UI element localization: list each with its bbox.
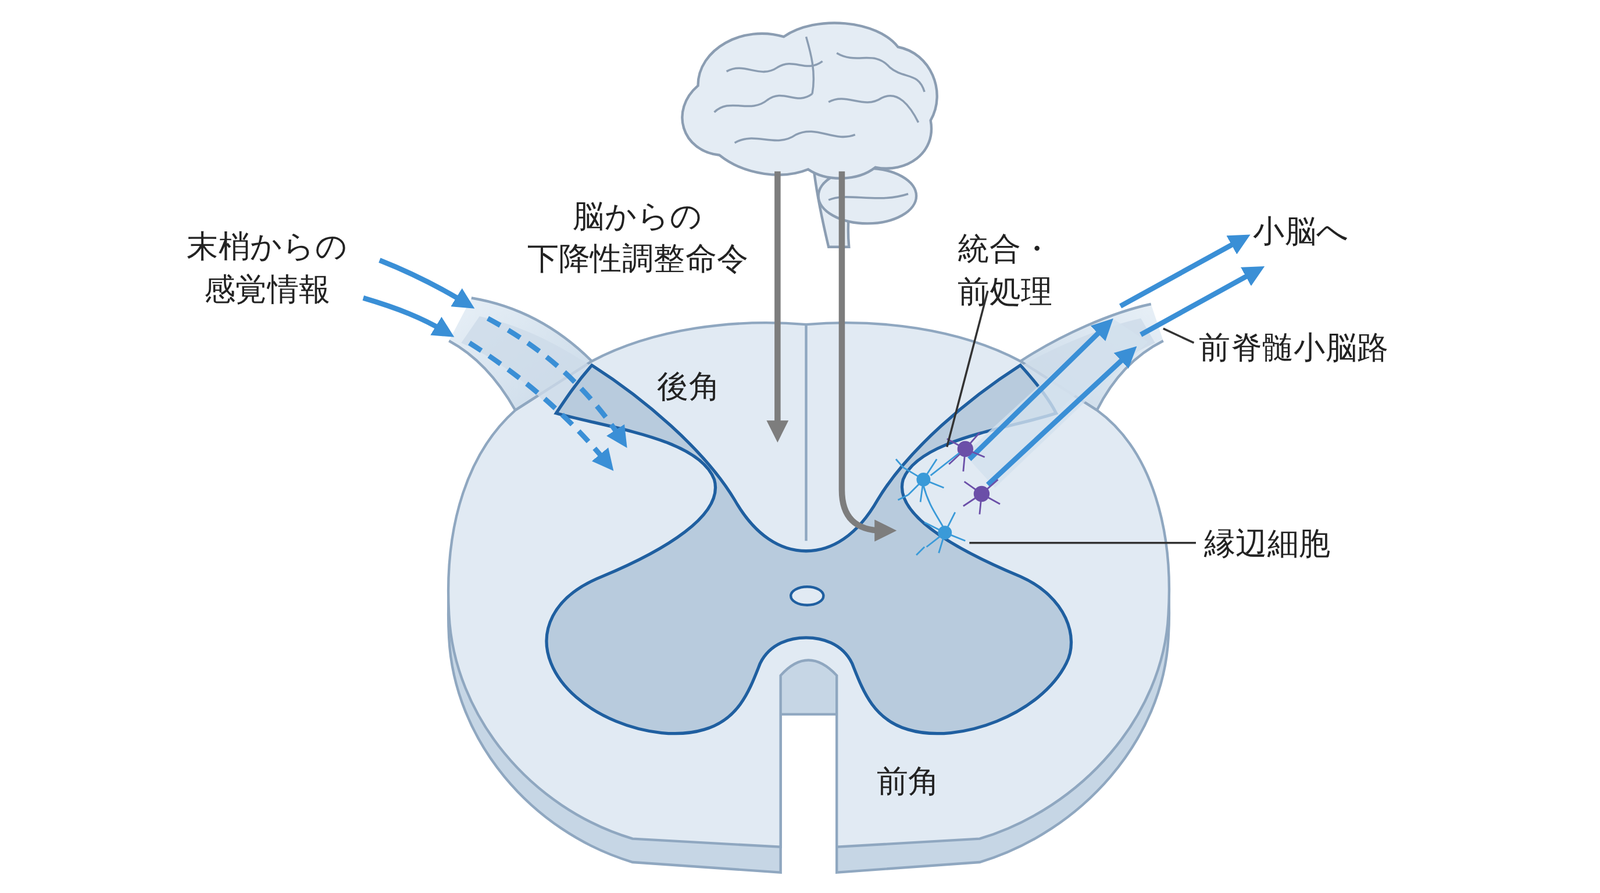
part-label: 末梢からの 感覚情報 (186, 224, 348, 310)
sensory-dashed (469, 343, 609, 465)
sensory-arrows (363, 260, 623, 465)
leader-line (947, 290, 988, 448)
neurons (895, 432, 1000, 556)
part-label: 脳からの 下降性調整命令 (527, 193, 749, 280)
gyrus (836, 52, 925, 92)
leader-line (1163, 328, 1195, 344)
part-label: 前脊髄小脳路 (1198, 325, 1389, 369)
central-canal (790, 586, 824, 606)
sensory-arrow (363, 297, 448, 333)
gyrus (828, 95, 919, 123)
brain-gyri (714, 36, 925, 200)
part-label: 小脳へ (1252, 209, 1349, 253)
part-label: 縁辺細胞 (1204, 521, 1331, 565)
neuron (963, 479, 1000, 515)
gyrus (714, 93, 813, 113)
sensory-arrow (379, 260, 468, 305)
descending-arrows (777, 171, 888, 531)
gray-matter (546, 365, 1071, 734)
gyrus (726, 61, 823, 72)
brain-icon (681, 22, 937, 247)
descending-arrow (774, 171, 781, 434)
tract-arrow (1140, 270, 1257, 335)
neuron (916, 512, 966, 556)
part-label: 前角 (876, 759, 941, 803)
neuron-dendrites (963, 479, 1000, 515)
part-label: 統合・前処理 (957, 226, 1053, 313)
tract-arrow (987, 352, 1131, 485)
neuron-dendrites (947, 432, 985, 472)
neuron (947, 432, 985, 472)
gyrus (806, 36, 814, 94)
leader-line (969, 541, 1196, 545)
gyrus (734, 131, 856, 144)
posterior-median-line (804, 324, 807, 541)
sensory-dashed (487, 318, 623, 442)
cerebrum (681, 22, 937, 178)
neuron-dendrites (895, 459, 944, 503)
descending-arrow (841, 171, 888, 531)
part-label: 後角 (656, 364, 721, 408)
leader-lines (947, 290, 1196, 544)
tract-arrow (1120, 238, 1244, 307)
neuron-link (923, 452, 959, 527)
neuron (895, 459, 944, 503)
tract-band (964, 318, 1149, 488)
neuron-dendrites (916, 512, 966, 556)
